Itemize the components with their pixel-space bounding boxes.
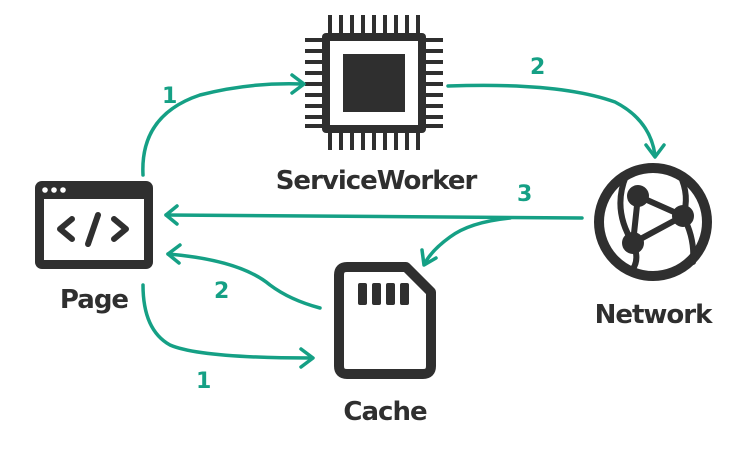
step-label-sw-to-network: 2 [530, 55, 545, 80]
page-label: Page [60, 285, 129, 315]
sd-card-icon [334, 262, 436, 379]
arrow-network-to-page [164, 204, 584, 267]
arrow-cache-to-page [166, 243, 322, 310]
step-label-page-to-cache: 1 [196, 369, 211, 394]
network-label: Network [595, 300, 714, 330]
browser-code-icon [35, 181, 153, 269]
arrow-page-to-cache [141, 283, 315, 369]
step-label-page-to-sw: 1 [162, 84, 177, 109]
arrow-service-worker-to-network [446, 83, 666, 159]
cache-label: Cache [343, 397, 427, 427]
service-worker-label: ServiceWorker [276, 166, 478, 196]
network-globe-icon [594, 163, 712, 281]
arrow-page-to-service-worker [141, 73, 306, 177]
step-label-cache-to-page: 2 [214, 279, 229, 304]
step-label-network-to-page: 3 [517, 182, 532, 207]
cpu-chip-icon [305, 15, 443, 150]
